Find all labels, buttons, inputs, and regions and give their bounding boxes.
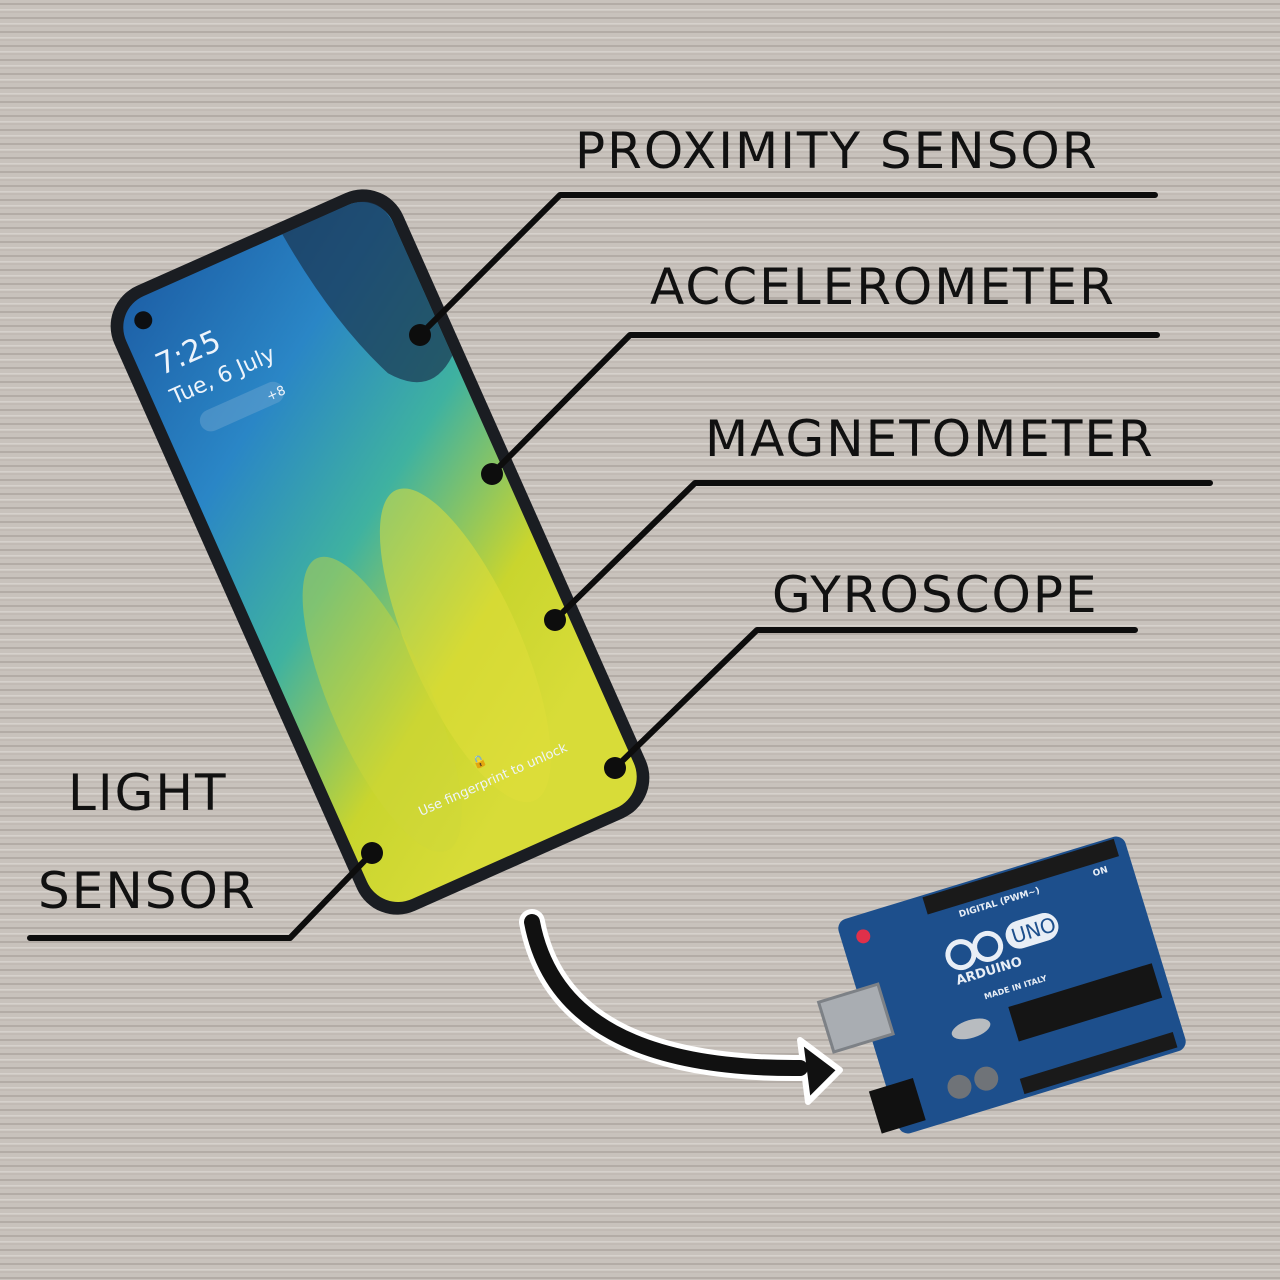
label-light: LIGHT (68, 764, 228, 822)
uno-badge (1005, 912, 1059, 949)
notification-icons (199, 381, 284, 432)
crystal (951, 1018, 991, 1040)
curved-arrow (519, 909, 843, 1105)
label-sensor: SENSOR (38, 862, 257, 920)
label-magnetometer: MAGNETOMETER (705, 410, 1155, 468)
arduino-uno-board: DIGITAL (PWM~) ON UNO ARDUINO MADE IN IT… (816, 836, 1186, 1134)
capacitor (947, 1074, 972, 1099)
accelerometer-leader-line (489, 332, 1160, 477)
smartphone: 7:25 Tue, 6 July +8 🔒 Use fingerprint to… (110, 189, 650, 915)
accelerometer-marker (481, 463, 503, 485)
lock-icon: 🔒 (470, 752, 489, 771)
usb-port (816, 982, 895, 1054)
proximity-leader-line (417, 192, 1158, 338)
capacitor (974, 1066, 999, 1091)
reset-button[interactable] (855, 928, 872, 945)
digital-header (922, 838, 1119, 915)
label-accelerometer: ACCELEROMETER (650, 258, 1116, 316)
arduino-infinity-logo (945, 930, 1004, 971)
light-sensor-leader-line (27, 850, 375, 941)
gyroscope-marker (604, 757, 626, 779)
front-camera-icon (134, 311, 153, 330)
magnetometer-leader-line (552, 480, 1213, 623)
proximity-marker (409, 324, 431, 346)
label-proximity-sensor: PROXIMITY SENSOR (575, 122, 1098, 180)
microcontroller-chip (1008, 963, 1163, 1042)
label-gyroscope: GYROSCOPE (772, 566, 1099, 624)
board-power-label: ON (1092, 865, 1109, 879)
power-jack (868, 1078, 926, 1134)
magnetometer-marker (544, 609, 566, 631)
notification-count: +8 (265, 383, 289, 405)
light-sensor-marker (361, 842, 383, 864)
analog-header (1019, 1032, 1178, 1095)
gyroscope-leader-line (612, 627, 1138, 771)
